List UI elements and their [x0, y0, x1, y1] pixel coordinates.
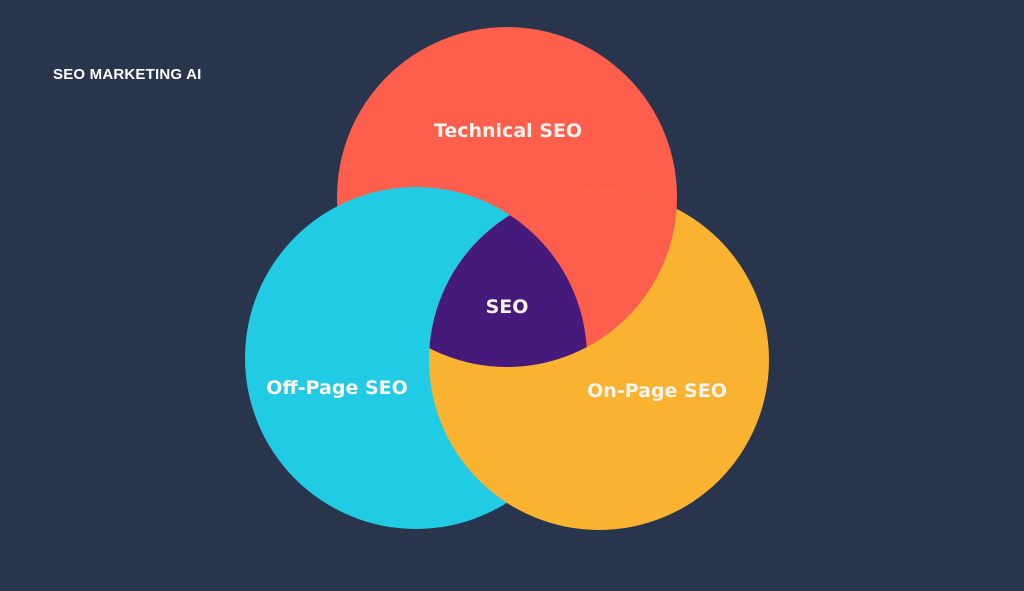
- on-page-seo-label: On-Page SEO: [587, 380, 727, 402]
- off-page-seo-label: Off-Page SEO: [266, 377, 408, 399]
- seo-label: SEO: [486, 296, 529, 318]
- brand-title: SEO MARKETING AI: [53, 66, 202, 83]
- seo-intersection: [429, 190, 587, 367]
- technical-seo-label: Technical SEO: [434, 120, 582, 142]
